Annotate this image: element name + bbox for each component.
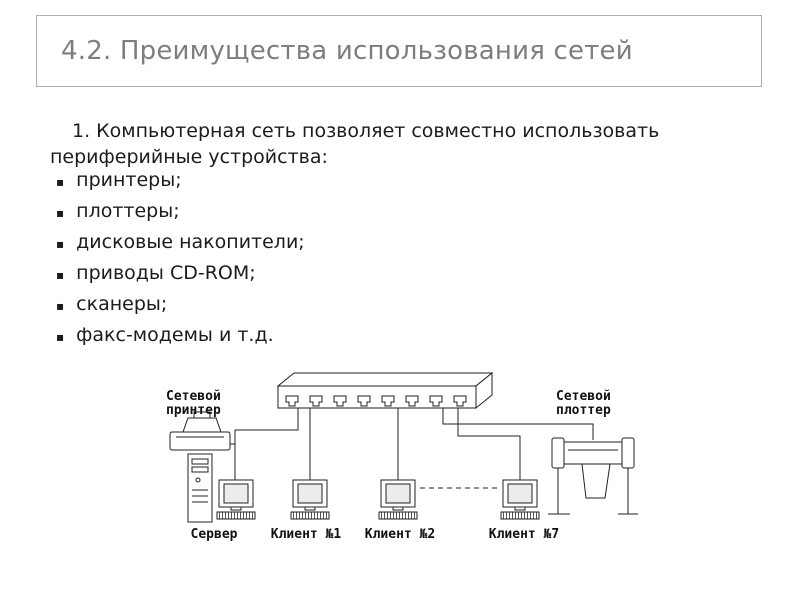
bullet-text: дисковые накопители;: [76, 231, 305, 253]
bullet-text: плоттеры;: [76, 200, 180, 222]
server-label: Сервер: [191, 527, 238, 542]
client7-label: Клиент №7: [489, 527, 559, 542]
network-cables: [230, 408, 593, 488]
title-box: 4.2. Преимущества использования сетей: [36, 15, 762, 87]
client7-computer-icon: [500, 479, 540, 520]
bullet-marker: ▪: [56, 206, 65, 220]
bullet-list: ▪ принтеры; ▪ плоттеры; ▪ дисковые накопите…: [56, 166, 305, 352]
network-printer-icon: [170, 412, 230, 450]
bullet-marker: ▪: [56, 330, 65, 344]
bullet-item: ▪ сканеры;: [56, 290, 305, 321]
bullet-marker: ▪: [56, 175, 65, 189]
slide-title: 4.2. Преимущества использования сетей: [61, 36, 633, 66]
network-plotter-icon: [548, 438, 638, 514]
server-monitor-icon: [216, 479, 256, 520]
bullet-item: ▪ факс-модемы и т.д.: [56, 321, 305, 352]
bullet-marker: ▪: [56, 268, 65, 282]
printer-label-line1: Сетевой: [166, 389, 221, 404]
client2-label: Клиент №2: [365, 527, 435, 542]
plotter-label-line1: Сетевой: [556, 389, 611, 404]
bullet-text: сканеры;: [76, 293, 168, 315]
bullet-marker: ▪: [56, 299, 65, 313]
client2-computer-icon: [378, 479, 418, 520]
intro-paragraph: 1. Компьютерная сеть позволяет совместно…: [50, 120, 660, 168]
printer-label-line2: принтер: [166, 403, 221, 418]
bullet-item: ▪ приводы CD-ROM;: [56, 259, 305, 290]
bullet-item: ▪ дисковые накопители;: [56, 228, 305, 259]
client1-computer-icon: [290, 479, 330, 520]
plotter-label-line2: плоттер: [556, 403, 611, 418]
bullet-text: факс-модемы и т.д.: [76, 324, 274, 346]
bullet-marker: ▪: [56, 237, 65, 251]
bullet-text: приводы CD-ROM;: [76, 262, 256, 284]
server-tower-icon: [188, 454, 212, 522]
bullet-text: принтеры;: [76, 169, 182, 191]
bullet-item: ▪ плоттеры;: [56, 197, 305, 228]
switch-icon: [278, 373, 492, 408]
client1-label: Клиент №1: [271, 527, 342, 542]
bullet-item: ▪ принтеры;: [56, 166, 305, 197]
network-diagram: Сетевой принтер Сетевой плоттер Сервер К…: [166, 368, 650, 542]
